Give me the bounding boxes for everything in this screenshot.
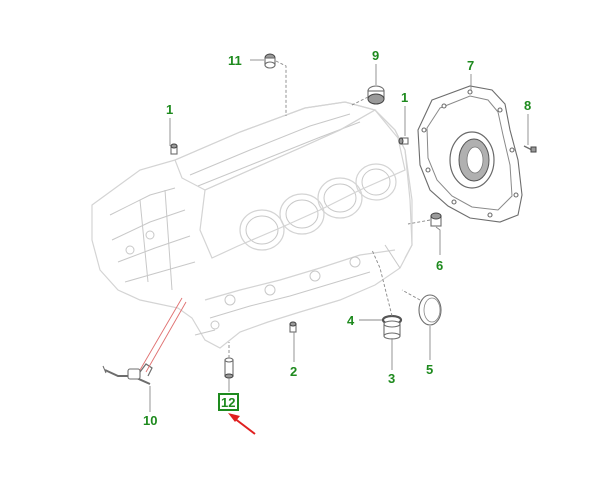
part-11-oil-jet [102,363,153,385]
callout-3: 3 [388,371,395,386]
part-1-dowel-right [398,137,409,145]
part-6-bushing [430,212,442,227]
callout-5: 5 [426,362,433,377]
callout-4: 4 [347,313,355,328]
callout-8: 8 [524,98,531,113]
part-3-plug [383,320,401,340]
part-8-bolt [523,145,537,153]
part-9-cup-plug [367,85,385,105]
callout-labels: 11 9 7 8 1 1 6 4 5 3 2 10 [143,48,531,428]
part-5-disc-plug [418,294,442,326]
cylinder-bores [239,163,397,251]
highlight-box [218,393,239,411]
callout-12: 12 [221,395,235,410]
callout-12-highlight: 12 [218,393,239,411]
callout-6: 6 [436,258,443,273]
callout-2: 2 [290,364,297,379]
red-pointer-arrow [228,413,256,435]
part-10-plug [264,53,276,69]
callout-9: 9 [372,48,379,63]
callout-7: 7 [467,58,474,73]
part-2-stud [289,321,297,333]
callout-1-left: 1 [166,102,173,117]
leader-lines [139,59,529,412]
part-12-pin [224,357,234,379]
callout-1-right: 1 [401,90,408,105]
part-1-dowel-left [170,143,178,155]
callout-11: 10 [143,413,157,428]
callout-10: 11 [228,53,242,68]
engine-block [91,101,413,349]
rear-cover-plate [417,85,523,223]
